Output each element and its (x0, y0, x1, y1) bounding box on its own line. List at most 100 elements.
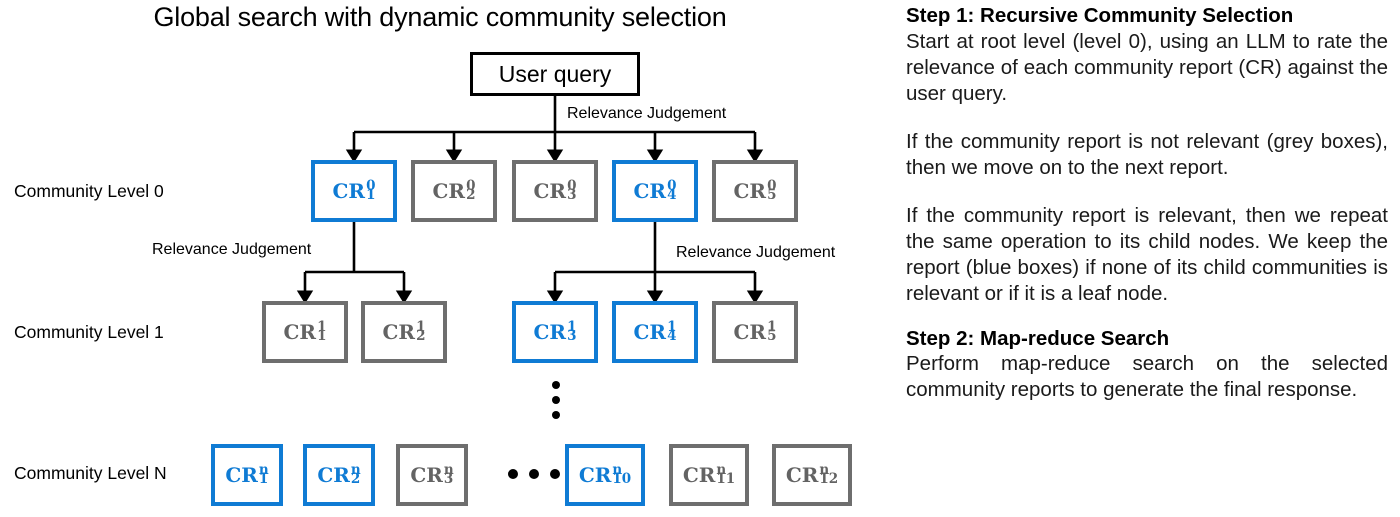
cr-superscript: 0 (667, 177, 677, 194)
connector-layer (296, 96, 764, 304)
cr-subscript: 3 (567, 328, 577, 344)
step1-block: Step 1: Recursive Community Selection St… (906, 4, 1388, 307)
cr-node-level0-1[interactable]: CR 0 1 (311, 160, 397, 222)
edge-label-left-branch: Relevance Judgement (152, 241, 312, 258)
cr-scripts: n 12 (819, 461, 839, 487)
cr-subscript: 3 (443, 471, 454, 487)
cr-superscript: 1 (317, 318, 327, 335)
cr-label: CR 0 5 (733, 177, 777, 203)
cr-node-level1-3[interactable]: CR 1 3 (512, 301, 598, 363)
cr-base: CR (785, 463, 819, 487)
cr-subscript: 12 (819, 471, 839, 487)
cr-subscript: 10 (612, 471, 632, 487)
cr-subscript: 1 (366, 187, 376, 203)
cr-subscript: 4 (667, 187, 677, 203)
level-label-1: Community Level 1 (14, 322, 164, 342)
explanation-panel: Step 1: Recursive Community Selection St… (906, 0, 1388, 517)
cr-base: CR (633, 320, 667, 344)
cr-node-leveln-2[interactable]: CR n 2 (303, 444, 375, 506)
ellipsis-dot (552, 411, 560, 419)
cr-scripts: 0 5 (767, 177, 777, 203)
paragraph-spacer (906, 107, 1388, 129)
cr-node-level1-2[interactable]: CR 1 2 (361, 301, 447, 363)
cr-subscript: 3 (567, 187, 577, 203)
cr-subscript: 1 (317, 328, 327, 344)
cr-base: CR (332, 179, 366, 203)
cr-base: CR (225, 463, 258, 487)
cr-label: CR n 10 (578, 461, 632, 487)
cr-base: CR (578, 463, 612, 487)
cr-scripts: n 2 (350, 461, 361, 487)
cr-node-leveln-3[interactable]: CR n 3 (396, 444, 468, 506)
cr-node-level0-2[interactable]: CR 0 2 (411, 160, 497, 222)
cr-label: CR 1 2 (383, 318, 426, 344)
cr-node-leveln-11[interactable]: CR n 11 (669, 444, 749, 506)
cr-base: CR (432, 179, 466, 203)
step2-heading: Step 2: Map-reduce Search (906, 326, 1170, 350)
cr-label: CR n 11 (682, 461, 735, 487)
cr-superscript: 0 (466, 177, 476, 194)
cr-node-level1-1[interactable]: CR 1 1 (262, 301, 348, 363)
cr-superscript: n (443, 461, 454, 478)
cr-node-level0-5[interactable]: CR 0 5 (712, 160, 798, 222)
cr-node-level0-3[interactable]: CR 0 3 (512, 160, 598, 222)
level-label-0: Community Level 0 (14, 181, 164, 201)
step1-paragraph-2: If the community report is not relevant … (906, 129, 1388, 179)
step1-paragraph-3: If the community report is relevant, the… (906, 203, 1388, 305)
cr-subscript: 2 (466, 187, 476, 203)
cr-scripts: 1 3 (567, 320, 577, 344)
cr-subscript: 4 (667, 328, 677, 344)
cr-scripts: n 10 (612, 461, 632, 487)
cr-label: CR 0 2 (432, 177, 476, 203)
vertical-ellipsis (549, 381, 563, 421)
cr-node-level1-4[interactable]: CR 1 4 (612, 301, 698, 363)
edge-label-root: Relevance Judgement (567, 105, 727, 122)
cr-superscript: 1 (767, 318, 777, 335)
cr-subscript: 2 (350, 471, 361, 487)
cr-scripts: n 11 (716, 461, 735, 487)
cr-subscript: 2 (416, 328, 426, 344)
cr-label: CR 1 5 (733, 318, 777, 344)
cr-base: CR (733, 179, 767, 203)
cr-label: CR n 3 (410, 461, 454, 487)
step2-paragraph-1: Perform map-reduce search on the selecte… (906, 352, 1388, 402)
cr-superscript: 1 (667, 318, 677, 335)
ellipsis-dot (550, 469, 560, 479)
cr-label: CR 1 1 (284, 318, 327, 344)
cr-base: CR (533, 179, 567, 203)
cr-node-leveln-12[interactable]: CR n 12 (772, 444, 852, 506)
cr-node-leveln-10[interactable]: CR n 10 (565, 444, 645, 506)
paragraph-spacer (906, 181, 1388, 203)
cr-superscript: n (612, 461, 623, 478)
cr-label: CR 0 1 (332, 177, 376, 203)
cr-scripts: 0 2 (466, 177, 476, 203)
step1-paragraph-1: Start at root level (level 0), using an … (906, 29, 1388, 105)
edge-label-right-branch: Relevance Judgement (676, 244, 836, 261)
cr-superscript: 1 (416, 318, 426, 335)
cr-base: CR (682, 463, 716, 487)
cr-superscript: 0 (767, 177, 777, 194)
cr-node-level1-5[interactable]: CR 1 5 (712, 301, 798, 363)
cr-label: CR n 1 (225, 463, 269, 487)
level-label-n: Community Level N (14, 463, 167, 483)
user-query-node[interactable]: User query (470, 52, 640, 96)
cr-node-leveln-1[interactable]: CR n 1 (211, 444, 283, 506)
cr-superscript: n (350, 461, 361, 478)
cr-scripts: 1 5 (767, 318, 777, 344)
cr-base: CR (733, 320, 767, 344)
cr-subscript: 1 (258, 471, 269, 487)
cr-scripts: 1 1 (317, 318, 327, 344)
step2-block: Step 2: Map-reduce Search Perform map-re… (906, 327, 1388, 404)
diagram-title: Global search with dynamic community sel… (153, 2, 727, 32)
cr-node-level0-4[interactable]: CR 0 4 (612, 160, 698, 222)
cr-superscript: 0 (366, 177, 376, 194)
cr-label: CR 1 4 (633, 318, 677, 344)
cr-superscript: n (819, 461, 830, 478)
cr-superscript: n (716, 461, 727, 478)
cr-label: CR 1 3 (534, 320, 577, 344)
cr-label: CR n 2 (317, 461, 361, 487)
cr-base: CR (633, 179, 667, 203)
ellipsis-dot (552, 396, 560, 404)
horizontal-ellipsis (508, 468, 560, 480)
cr-base: CR (410, 463, 443, 487)
